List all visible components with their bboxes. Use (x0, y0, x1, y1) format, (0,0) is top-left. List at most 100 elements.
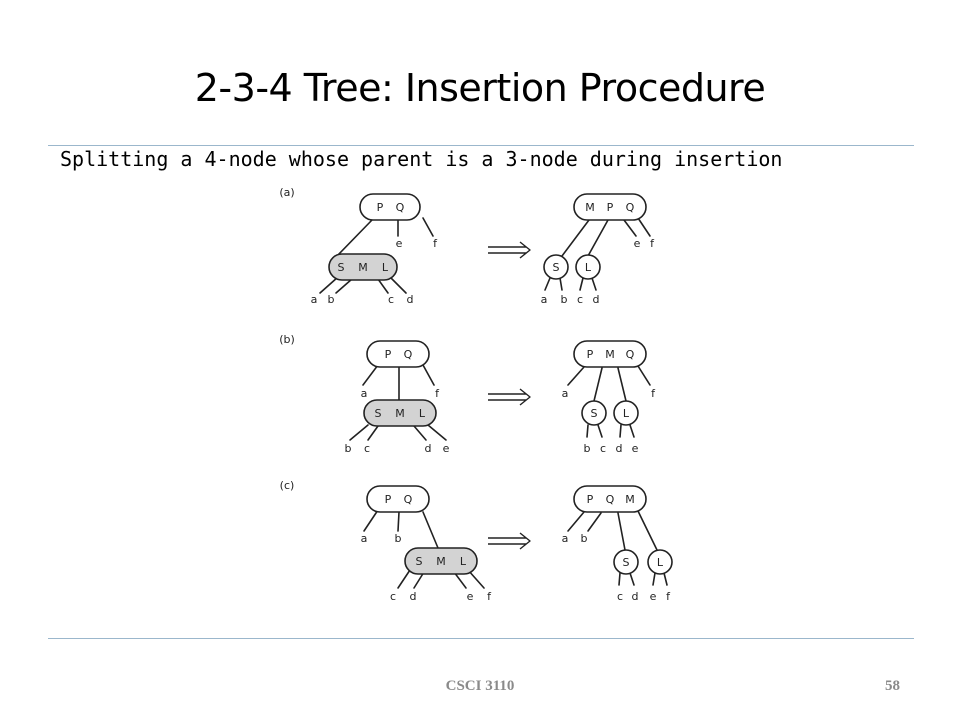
child-node (575, 254, 601, 280)
edge (593, 367, 603, 402)
leaf-label: e (467, 590, 474, 603)
edge (587, 219, 609, 257)
edge (413, 425, 427, 441)
leaf-label: f (433, 237, 438, 250)
edge (319, 276, 339, 294)
split-node-key: S (416, 555, 423, 568)
page-number: 58 (885, 678, 900, 694)
edge (586, 424, 589, 438)
child-node-key: L (623, 407, 630, 420)
parent-node (359, 193, 421, 221)
parent-node-after-key: P (607, 201, 614, 214)
leaf-label: b (395, 532, 402, 545)
edge (567, 366, 585, 386)
edge (362, 364, 379, 386)
leaf-label: d (410, 590, 417, 603)
leaf-label: e (650, 590, 657, 603)
parent-node-after-key: P (587, 348, 594, 361)
split-node-key: M (436, 555, 446, 568)
parent-node-key: P (377, 201, 384, 214)
parent-node-key: Q (404, 348, 413, 361)
edge (367, 425, 379, 441)
split-node-key: L (382, 261, 389, 274)
leaf-label: a (562, 387, 569, 400)
edge (619, 424, 622, 438)
edge (652, 572, 656, 586)
edge (377, 278, 389, 294)
footer-course: CSCI 3110 (445, 678, 515, 694)
leaf-label: d (593, 293, 600, 306)
parent-node-after (573, 485, 647, 513)
parent-node-after-key: M (605, 348, 615, 361)
edge (637, 217, 651, 237)
edge (363, 509, 379, 532)
leaf-label: b (581, 532, 588, 545)
leaf-label: c (364, 442, 370, 455)
leaf-label: a (311, 293, 318, 306)
leaf-label: d (632, 590, 639, 603)
parent-node-after-key: M (585, 201, 595, 214)
edge (617, 367, 627, 402)
parent-node (366, 340, 430, 368)
leaf-label: f (487, 590, 492, 603)
case-label: (b) (279, 333, 295, 346)
parent-node-key: Q (396, 201, 405, 214)
parent-node-key: P (385, 493, 392, 506)
edge (422, 511, 439, 549)
child-node-key: S (553, 261, 560, 274)
split-node-key: L (460, 555, 467, 568)
edge (397, 569, 411, 589)
leaf-label: d (425, 442, 432, 455)
child-node-key: L (585, 261, 592, 274)
edge (567, 511, 585, 532)
bottom-divider (48, 638, 914, 639)
child-node (543, 254, 569, 280)
edge (336, 219, 373, 257)
edge (544, 277, 551, 291)
split-node-key: L (419, 407, 426, 420)
leaf-label: e (634, 237, 641, 250)
leaf-label: f (651, 387, 656, 400)
leaf-label: c (600, 442, 606, 455)
double-right-arrow-icon (488, 388, 531, 406)
leaf-label: e (396, 237, 403, 250)
leaf-label: b (345, 442, 352, 455)
edge (579, 277, 584, 291)
child-node-key: S (623, 556, 630, 569)
leaf-label: f (650, 237, 655, 250)
parent-node-after-key: M (625, 493, 635, 506)
edge (597, 424, 603, 438)
child-node (613, 400, 639, 426)
parent-node-after-key: Q (626, 348, 635, 361)
child-node-key: L (657, 556, 664, 569)
parent-node-after-key: Q (626, 201, 635, 214)
split-node-key: M (358, 261, 368, 274)
leaf-label: f (435, 387, 440, 400)
split-node-key: S (338, 261, 345, 274)
child-node (647, 549, 673, 575)
leaf-label: f (666, 590, 671, 603)
split-node (404, 547, 478, 575)
edge (335, 278, 353, 294)
edge (349, 424, 369, 441)
edge (561, 219, 590, 257)
split-node (363, 399, 437, 427)
child-node (613, 549, 639, 575)
edge (617, 512, 626, 551)
slide-subtitle: Splitting a 4-node whose parent is a 3-n… (60, 147, 783, 171)
edge (623, 219, 637, 237)
split-node (328, 253, 398, 281)
leaf-label: a (541, 293, 548, 306)
split-node-key: M (395, 407, 405, 420)
edge (637, 365, 651, 386)
child-node (581, 400, 607, 426)
double-right-arrow-icon (488, 532, 531, 550)
double-right-arrow-icon (488, 241, 531, 259)
leaf-label: a (361, 387, 368, 400)
edge (637, 510, 658, 551)
leaf-label: e (632, 442, 639, 455)
leaf-label: b (584, 442, 591, 455)
parent-node (366, 485, 430, 513)
parent-node-after-key: Q (606, 493, 615, 506)
